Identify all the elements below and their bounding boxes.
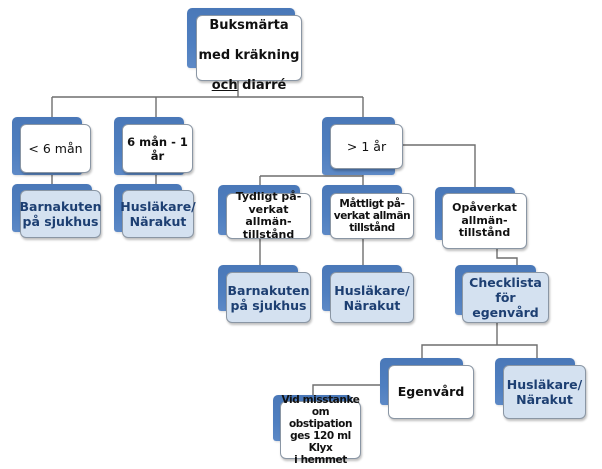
node-box: Husläkare/ Närakut <box>503 365 586 419</box>
node-box: Måttligt på- verkat allmän tillstånd <box>330 193 414 239</box>
constipation-note-label: Vid misstanke om obstipation ges 120 ml … <box>281 394 360 466</box>
outcome-label: Husläkare/ Närakut <box>120 199 196 229</box>
outcome-label: Barnakuten på sjukhus <box>227 282 310 313</box>
node-box: Opåverkat allmän- tillstånd <box>442 193 527 249</box>
node-box: Tydligt på- verkat allmän- tillstånd <box>226 190 311 241</box>
checklist-label: Checklista för egenvård <box>469 275 542 320</box>
self-care-label: Egenvård <box>397 384 465 399</box>
root-line-2: med kräkning <box>198 48 300 63</box>
node-box: Husläkare/ Närakut <box>120 190 196 238</box>
node-box: > 1 år <box>330 124 403 169</box>
outcome-label: Husläkare/ Närakut <box>506 377 583 407</box>
age-label: 6 mån - 1 år <box>127 134 188 163</box>
node-box: < 6 mån <box>20 124 91 173</box>
age-label: < 6 mån <box>28 140 83 156</box>
connector-to-egenvard <box>421 344 497 358</box>
connector-egenvard-note <box>312 384 388 395</box>
connector-to-opaverkat <box>402 144 476 187</box>
node-box: 6 mån - 1 år <box>122 124 193 173</box>
connector-to-huslakare3 <box>497 344 538 358</box>
node-box: Vid misstanke om obstipation ges 120 ml … <box>280 394 361 466</box>
root-line-1: Buksmärta <box>209 18 289 33</box>
root-label: Buksmärta med kräkning och diarré <box>199 3 300 93</box>
condition-label: Opåverkat allmän- tillstånd <box>452 201 517 240</box>
condition-label: Tydligt på- verkat allmän- tillstånd <box>235 190 302 241</box>
node-box: Husläkare/ Närakut <box>330 272 414 323</box>
node-box: Buksmärta med kräkning och diarré <box>196 15 302 93</box>
condition-label: Måttligt på- verkat allmän tillstånd <box>333 198 411 234</box>
node-box: Barnakuten på sjukhus <box>226 272 311 323</box>
node-box: Egenvård <box>388 365 474 419</box>
node-box: Barnakuten på sjukhus <box>19 190 102 238</box>
node-box: Checklista för egenvård <box>462 272 549 323</box>
root-line-3-underlined: och <box>211 78 238 93</box>
outcome-label: Barnakuten på sjukhus <box>19 199 102 229</box>
age-label: > 1 år <box>346 138 387 154</box>
outcome-label: Husläkare/ Närakut <box>334 282 410 313</box>
root-line-3-rest: diarré <box>237 78 287 93</box>
